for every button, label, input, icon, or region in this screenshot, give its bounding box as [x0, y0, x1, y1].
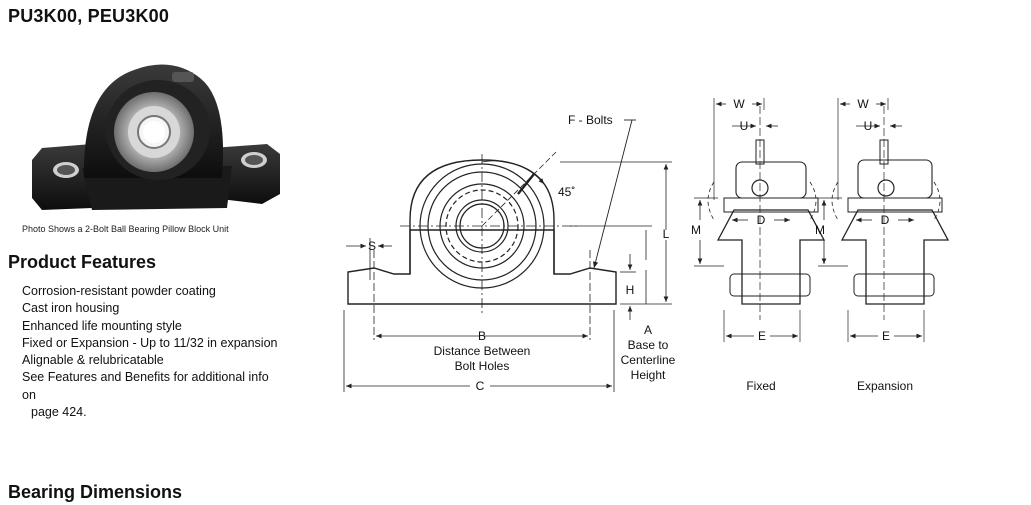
bearing-dimensions-heading: Bearing Dimensions	[8, 482, 183, 502]
feature-item-continued: page 424.	[31, 405, 87, 420]
b-label: B	[478, 329, 486, 343]
page-title: PU3K00, PEU3K00	[8, 6, 170, 26]
feature-item: Cast iron housing	[22, 301, 120, 316]
w-label-expansion: W	[857, 97, 869, 111]
c-label: C	[476, 379, 485, 393]
w-label-fixed: W	[733, 97, 745, 111]
s-label: S	[368, 239, 376, 253]
feature-item: Enhanced life mounting style	[22, 318, 182, 333]
expansion-label: Expansion	[857, 379, 913, 393]
a-desc-1: Base to	[628, 338, 669, 352]
feature-item: See Features and Benefits for additional…	[22, 370, 269, 402]
l-label: L	[663, 227, 670, 241]
features-list: Corrosion-resistant powder coating Cast …	[22, 283, 282, 421]
feature-item: Alignable & relubricatable	[22, 353, 164, 368]
front-view	[347, 119, 636, 340]
fixed-label: Fixed	[746, 379, 775, 393]
d-label-fixed: D	[757, 213, 766, 227]
m-label-fixed: M	[691, 223, 701, 237]
fixed-side-view	[694, 98, 826, 342]
u-label-fixed: U	[740, 119, 749, 133]
m-label-expansion: M	[815, 223, 825, 237]
features-heading: Product Features	[8, 252, 157, 272]
photo-caption: Photo Shows a 2-Bolt Ball Bearing Pillow…	[22, 224, 229, 234]
b-desc-2: Bolt Holes	[455, 359, 510, 373]
b-desc-1: Distance Between	[434, 344, 531, 358]
product-photo	[32, 64, 280, 210]
d-label-expansion: D	[881, 213, 890, 227]
feature-item: Fixed or Expansion - Up to 11/32 in expa…	[22, 335, 278, 350]
e-label-fixed: E	[758, 329, 766, 343]
u-label-expansion: U	[864, 119, 873, 133]
a-label: A	[644, 323, 652, 337]
expansion-side-view	[818, 98, 950, 342]
a-desc-2: Centerline	[621, 353, 676, 367]
bolts-label: F - Bolts	[568, 113, 613, 127]
h-label: H	[626, 283, 635, 297]
dimension-diagram: F - Bolts 45˚ S L H A Base to Centerline…	[343, 97, 950, 393]
angle-label: 45˚	[558, 185, 575, 199]
a-desc-3: Height	[631, 368, 666, 382]
e-label-expansion: E	[882, 329, 890, 343]
feature-item: Corrosion-resistant powder coating	[22, 284, 216, 298]
